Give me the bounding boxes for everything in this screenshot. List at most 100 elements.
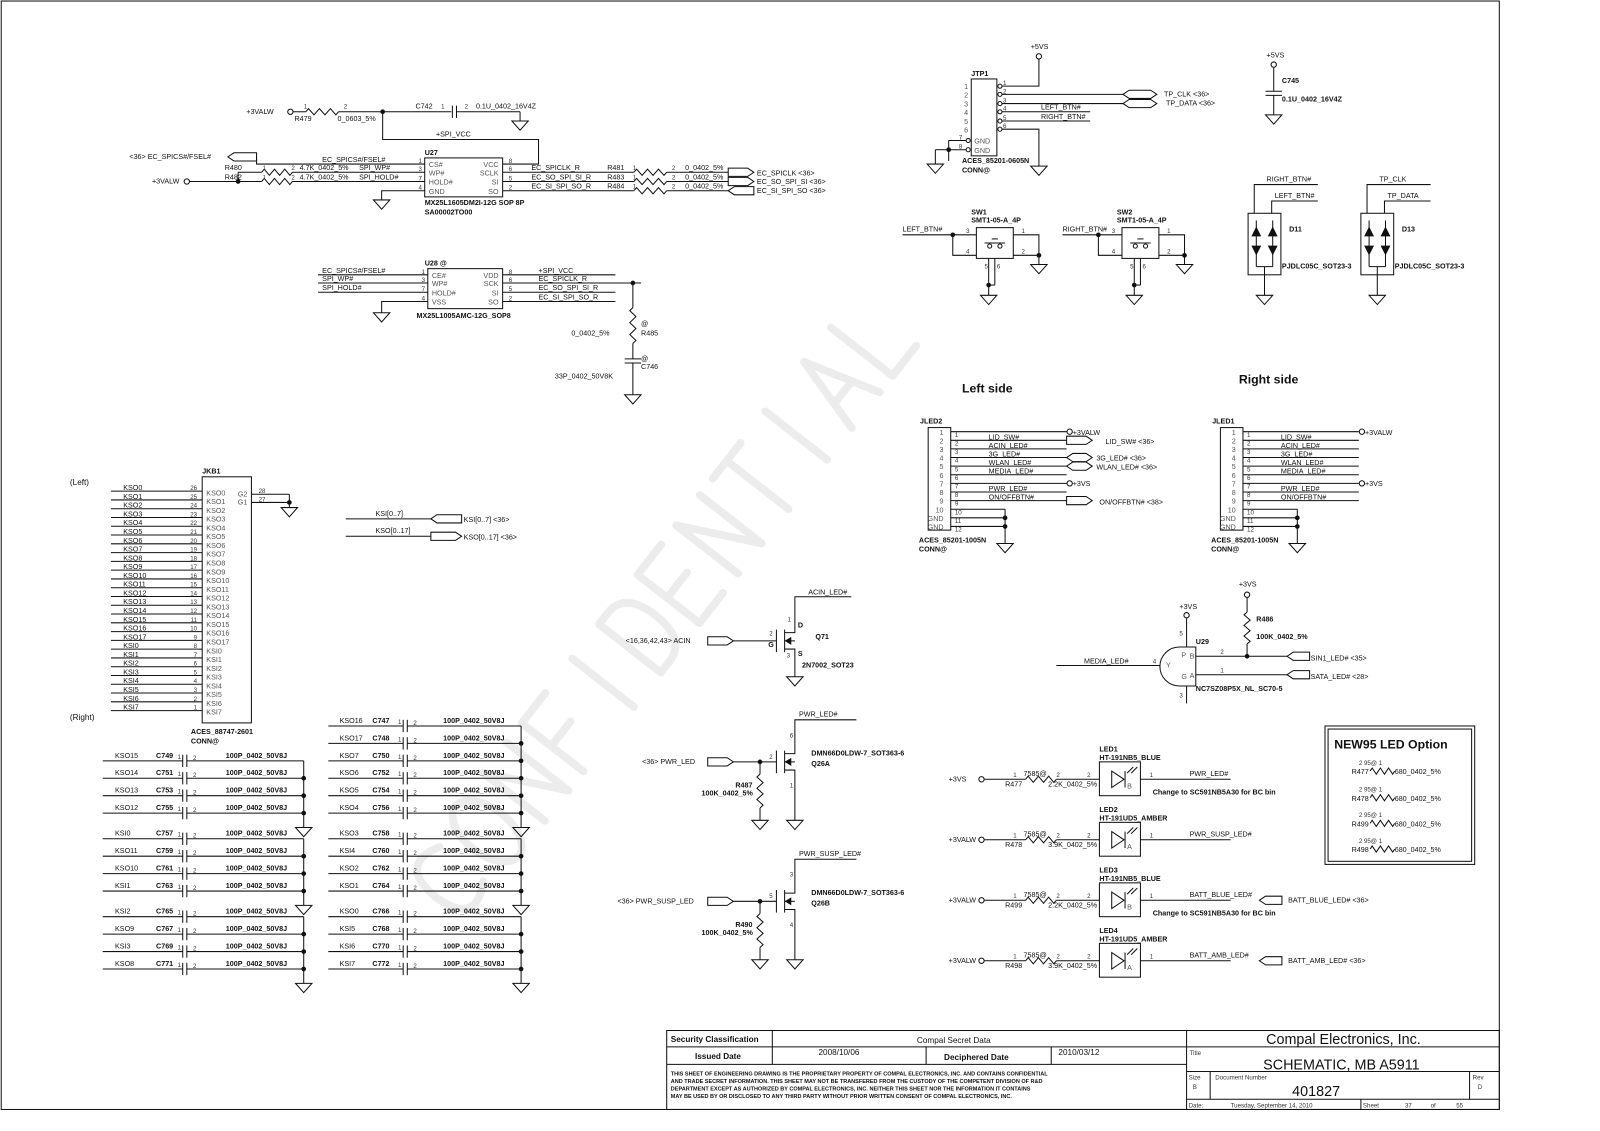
- keyboard-nets-23-label: KSI5: [123, 686, 139, 694]
- common-p2-label: 2: [672, 165, 676, 172]
- keyboard-nets-21-label: KSI3: [123, 668, 139, 676]
- title_block-sheet-label: 37: [1405, 1102, 1412, 1109]
- resistor-icon: [1025, 835, 1057, 844]
- common-p1-label: 1: [178, 945, 182, 952]
- resistor-icon: [1369, 845, 1396, 854]
- caps-col_b-7-net-label: KSI4: [340, 847, 356, 855]
- drivers-q71-s-label: S: [798, 650, 803, 658]
- title_block-issued_label-label: Issued Date: [695, 1052, 741, 1061]
- keyboard-pin_nums-7-label: 19: [190, 547, 197, 554]
- power-port-icon: [1243, 591, 1251, 598]
- title_block-company-label: Compal Electronics, Inc.: [1266, 1032, 1421, 1048]
- spi-u28-pins_right-0-label: VDD: [483, 272, 498, 280]
- common-p1-label: 1: [1150, 833, 1154, 840]
- switch-contact-icon: [1142, 243, 1149, 249]
- touchpad-d11-ref-label: D11: [1289, 226, 1302, 234]
- common-p2-label: 2: [193, 807, 197, 814]
- u29-port_a-label: SATA_LED# <28>: [1311, 673, 1369, 681]
- common-p1-label: 1: [398, 884, 402, 891]
- led_board-jled2-pins-7-label: 8: [940, 489, 944, 497]
- resistor-icon: [261, 177, 293, 186]
- watermark-stroke: [633, 540, 727, 628]
- led_board-jled1-wire_nums-10-label: 11: [1247, 518, 1254, 525]
- resistor-icon: [629, 307, 637, 344]
- led_board-jled1-pwr_3valw-label: +3VALW: [1365, 429, 1393, 437]
- led_option-rows-2-opt-label: 2 95@ 1: [1359, 812, 1383, 819]
- common-at-label: @: [641, 355, 648, 363]
- keyboard-nets-3-label: KSO3: [206, 516, 225, 524]
- wire: [381, 190, 425, 200]
- keyboard-nets-10-label: KSO10: [206, 577, 229, 585]
- common-p1-label: 1: [633, 174, 637, 181]
- common-p2-label: 2: [413, 720, 417, 727]
- drivers-q71-g-label: G: [768, 641, 774, 649]
- led-body: [1098, 761, 1141, 797]
- pin-icon: [965, 137, 971, 144]
- caps-col_b-11-net-label: KSI5: [340, 925, 356, 933]
- touchpad-sw2-ref-label: SW2: [1117, 208, 1133, 216]
- caps-col_b-10-ref-label: C766: [372, 908, 389, 916]
- title_block-title_label-label: Title: [1190, 1050, 1202, 1057]
- resistor-icon: [1369, 767, 1396, 776]
- wire: [1126, 766, 1134, 774]
- led_board-jled2-pins-8-label: 9: [940, 498, 944, 506]
- caps-col_b-1-net-label: KSO17: [340, 734, 363, 742]
- caps-col_a-7-net-label: KSI1: [115, 882, 131, 890]
- title_block-security_label-label: Security Classification: [671, 1035, 759, 1044]
- resistor-icon: [633, 168, 668, 177]
- keyboard-nets-4-label: KSO4: [206, 524, 225, 532]
- caps-value-label: 100P_0402_50V8J: [226, 942, 287, 950]
- common-p1-label: 1: [398, 736, 402, 743]
- ground-icon: [511, 982, 531, 994]
- power-port-icon: [287, 108, 294, 115]
- keyboard-bus_ksi-label: KSI[0..7]: [375, 510, 402, 518]
- common-p2-label: 2: [1056, 954, 1060, 961]
- watermark-stroke: [568, 654, 638, 711]
- offpage-output-icon: [727, 176, 755, 187]
- drivers-q26b-pin_d-label: 3: [790, 872, 794, 879]
- caps-col_a-1-net-label: KSO14: [115, 769, 138, 777]
- common-p1-label: 1: [398, 832, 402, 839]
- resistor-icon: [756, 773, 764, 809]
- caps-col_a-3-ref-label: C755: [156, 804, 173, 812]
- caps-col_b-2-net-label: KSO7: [340, 752, 359, 760]
- led_board-jled2-pins-9-label: 10: [936, 506, 944, 514]
- spi-r479-label: R479: [294, 115, 311, 123]
- spi-u28-pins_right-2-label: SI: [492, 289, 499, 297]
- leds-1-net-label: PWR_SUSP_LED#: [1190, 831, 1252, 839]
- common-p1-label: 1: [178, 849, 182, 856]
- spi-u27-pins_left-3-label: GND: [429, 188, 445, 196]
- ground-icon: [926, 163, 945, 175]
- common-p2-label: 2: [1087, 833, 1091, 840]
- spi-c742-label: C742: [415, 103, 432, 111]
- led_board-jled2-wire_nums-8-label: 9: [955, 501, 959, 508]
- keyboard-pin_nums-19-label: 7: [194, 652, 198, 659]
- caps-col_b-9-ref-label: C764: [372, 882, 389, 890]
- caps-col_b-0-ref-label: C747: [372, 717, 389, 725]
- leds-1-r_val-label: 3.9K_0402_5%: [1048, 841, 1098, 849]
- keyboard-pin_nums-18-label: 8: [194, 643, 198, 650]
- offpage-input-icon: [727, 186, 755, 196]
- watermark-glyph: [800, 357, 884, 432]
- spi-nets_right-2-label: EC_SI_SPI_SO_R: [531, 183, 591, 191]
- offpage-input-icon: [1286, 670, 1311, 680]
- caps-col_b-9-net-label: KSO1: [340, 882, 359, 890]
- led_board-jled2-port_lid-label: LID_SW# <36>: [1106, 438, 1155, 446]
- common-p1-label: 1: [1021, 228, 1025, 235]
- spi-u27-part-label: MX25L1605DM2I-12G SOP 8P: [425, 199, 525, 207]
- title_block-security_value-label: Compal Secret Data: [917, 1036, 991, 1045]
- common-p5-label: 5: [1130, 264, 1134, 271]
- common-p1-label: 1: [1150, 893, 1154, 900]
- common-p2-label: 2: [1056, 772, 1060, 779]
- led_board-jled2-part-label: ACES_85201-1005N: [919, 536, 986, 544]
- leds-1-src-label: +3VALW: [949, 836, 977, 844]
- watermark-glyph: [595, 598, 680, 677]
- keyboard-nets-7-label: KSO7: [206, 551, 225, 559]
- offpage-bidir-icon: [1065, 461, 1094, 471]
- led_board-jled2-pins-3-label: 4: [940, 455, 944, 463]
- leds-2-r_val-label: 2.2K_0402_5%: [1048, 901, 1098, 909]
- common-p2-label: 2: [344, 104, 348, 111]
- spi-r482-label: R482: [225, 173, 242, 181]
- keyboard-nets-14-label: KSO14: [123, 607, 146, 615]
- watermark-glyph: [761, 407, 832, 464]
